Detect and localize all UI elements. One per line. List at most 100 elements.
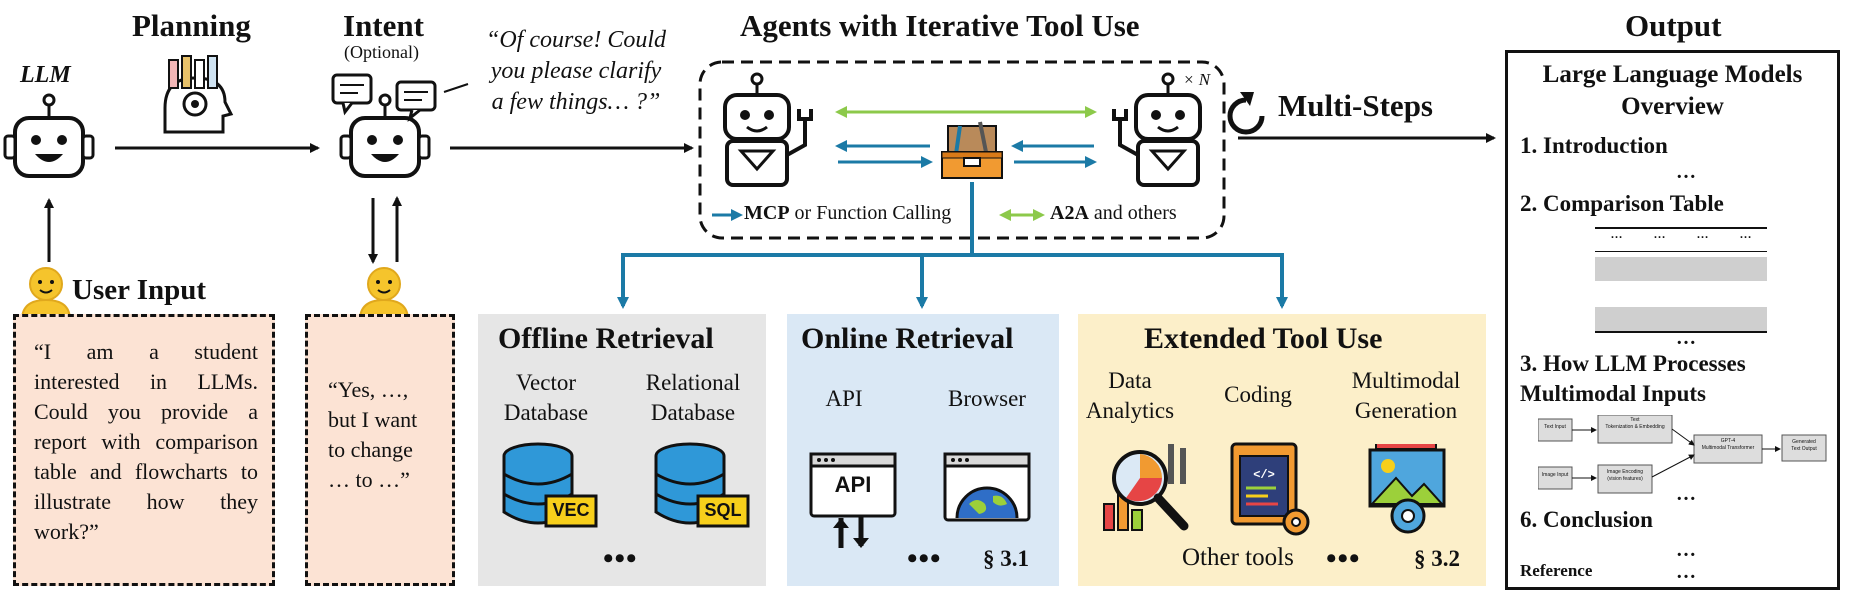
online-retrieval-panel: Online Retrieval API Browser API ••• § 3…: [787, 314, 1059, 586]
user-input-label: User Input: [72, 274, 207, 306]
offline-retrieval-panel: Offline Retrieval Vector Database Relati…: [478, 314, 766, 586]
section-3-2: § 3.2: [1414, 546, 1460, 571]
toc-ellipsis: …: [1676, 539, 1696, 561]
flow-image-encoding-line: Image Encoding: [1606, 469, 1644, 475]
data-analytics-icon: [1103, 444, 1189, 531]
output-doc-title: Large Language Models Overview: [1508, 59, 1837, 123]
multimodal-line: Generation: [1354, 398, 1458, 423]
flow-text-tokenization: Text Tokenization & Embedding: [1598, 417, 1672, 431]
legend-a2a-rest: and others: [1093, 202, 1177, 224]
legend-mcp-bold: MCP: [744, 202, 790, 224]
flow-gpt4-line: GPT-4: [1720, 438, 1736, 444]
mini-table-header-cell: …: [1610, 227, 1623, 241]
data-analytics-label: Data Analytics: [1080, 366, 1180, 426]
refresh-icon: [1227, 97, 1265, 135]
toc-ellipsis: …: [1676, 161, 1696, 183]
flow-generated: Generated Text Output: [1782, 439, 1826, 453]
flow-text-input: Text Input: [1544, 424, 1566, 430]
online-ellipsis: •••: [907, 542, 942, 575]
toolbox-icon: [941, 121, 1003, 179]
multi-steps-label: Multi-Steps: [1278, 88, 1433, 123]
vector-db-label: Vector Database: [486, 368, 606, 428]
vector-database-icon: [502, 442, 598, 528]
data-analytics-line: Analytics: [1085, 398, 1175, 423]
llm-label: LLM: [20, 62, 71, 88]
agent-robot-left-icon: [723, 72, 813, 187]
coding-icon: </>: [1230, 442, 1310, 536]
multimodal-label: Multimodal Generation: [1336, 366, 1476, 426]
vec-tag: VEC: [552, 500, 590, 520]
vector-db-label-line: Database: [503, 400, 589, 425]
api-label: API: [825, 386, 863, 411]
agent-robot-right-icon: [1112, 72, 1202, 187]
toc-multimodal: 3. How LLM Processes Multimodal Inputs: [1520, 349, 1746, 409]
multimodal-generation-icon: [1368, 444, 1446, 534]
followup-line: to change: [328, 437, 413, 462]
extended-title: Extended Tool Use: [1144, 322, 1383, 355]
api-icon: [809, 452, 897, 548]
flow-gpt4-line: Multimodal Transformer: [1701, 445, 1755, 451]
extended-ellipsis: •••: [1326, 542, 1361, 575]
api-icon-text: API: [834, 472, 872, 497]
vector-db-label-line: Vector: [515, 370, 577, 395]
user-avatar-icon: [20, 267, 72, 321]
online-title: Online Retrieval: [801, 322, 1014, 355]
mini-table: … … … …: [1595, 227, 1767, 357]
svg-text:</>: </>: [1253, 468, 1275, 482]
quote-pointer: [443, 83, 469, 93]
legend-mcp-rest: or Function Calling: [794, 202, 952, 224]
flow-image-encoding: Image Encoding (vision features): [1598, 469, 1652, 483]
clarify-quote: “Of course! Could you please clarify a f…: [466, 25, 686, 118]
user-query-text: “I am a student interested in LLMs. Coul…: [34, 339, 258, 544]
output-header: Output: [1625, 8, 1722, 43]
refresh-icon-head: [1240, 92, 1254, 106]
browser-globe-icon: [943, 452, 1031, 522]
intent-optional-label: (Optional): [344, 42, 419, 62]
legend-a2a: A2A and others: [1050, 202, 1177, 225]
followup-line: … to …”: [328, 467, 410, 492]
clarify-quote-line: you please clarify: [490, 58, 662, 84]
flow-text-tokenization-line: Tokenization & Embedding: [1605, 424, 1665, 430]
multimodal-line: Multimodal: [1351, 368, 1461, 393]
toc-ellipsis: …: [1676, 561, 1696, 583]
clarify-quote-line: a few things… ?”: [491, 89, 661, 115]
browser-label: Browser: [948, 386, 1026, 411]
toc-introduction: 1. Introduction: [1520, 133, 1668, 158]
agents-header: Agents with Iterative Tool Use: [740, 8, 1140, 43]
user-followup-card: “Yes, …, but I want to change … to …”: [305, 314, 455, 586]
sql-database-icon: [654, 442, 750, 528]
planning-header: Planning: [132, 8, 251, 43]
relational-db-label-line: Database: [650, 400, 736, 425]
extended-tool-panel: Extended Tool Use Data Analytics Coding …: [1078, 314, 1486, 586]
flow-generated-line: Generated: [1792, 439, 1816, 445]
output-doc-title-line: Overview: [1621, 93, 1724, 120]
flow-image-encoding-line: (vision features): [1607, 476, 1643, 482]
output-doc-title-line: Large Language Models: [1542, 61, 1803, 88]
relational-db-label-line: Relational: [645, 370, 741, 395]
section-3-1: § 3.1: [983, 546, 1029, 571]
offline-title: Offline Retrieval: [498, 322, 714, 355]
coding-label: Coding: [1224, 382, 1292, 407]
sql-tag: SQL: [704, 500, 742, 520]
toc-ellipsis: …: [1676, 483, 1696, 505]
mini-flowchart: [1538, 415, 1827, 494]
followup-line: “Yes, …,: [328, 377, 409, 402]
legend-mcp: MCP or Function Calling: [744, 202, 951, 225]
user-query-card: “I am a student interested in LLMs. Coul…: [13, 314, 275, 586]
legend-a2a-bold: A2A: [1050, 202, 1089, 224]
llm-robot-icon: [3, 93, 95, 178]
flow-gpt4: GPT-4 Multimodal Transformer: [1694, 438, 1762, 452]
tool-distribution-arrows: [617, 182, 1288, 309]
toc-comparison-table: 2. Comparison Table: [1520, 191, 1724, 216]
intent-header: Intent: [343, 8, 424, 43]
other-tools-label: Other tools: [1182, 544, 1294, 571]
offline-ellipsis: •••: [603, 542, 638, 575]
planning-head-icon: [163, 55, 234, 134]
speech-bubble-icon: [331, 73, 437, 122]
mini-table-header: … … … …: [1595, 227, 1767, 242]
toc-multimodal-line: Multimodal Inputs: [1520, 381, 1706, 406]
toc-reference: Reference: [1520, 561, 1593, 580]
toc-multimodal-line: 3. How LLM Processes: [1520, 351, 1746, 376]
relational-db-label: Relational Database: [628, 368, 758, 428]
